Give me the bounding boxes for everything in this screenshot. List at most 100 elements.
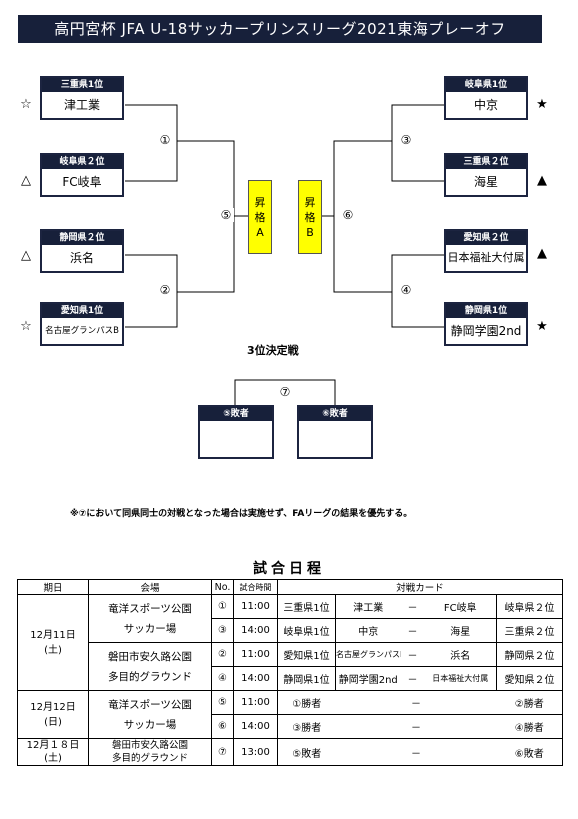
promotion-slot-a: 昇 格 A bbox=[248, 180, 272, 254]
footnote: ※⑦において同県同士の対戦となった場合は実施せず、FAリーグの結果を優先する。 bbox=[70, 509, 413, 519]
team-rank: 静岡県1位 bbox=[446, 304, 526, 318]
schedule-table: 期日 会場 No. 試合時間 対戦カード 12月11日 (土) 竜洋スポーツ公園… bbox=[17, 579, 563, 766]
date-cell: 12月12日 (日) bbox=[17, 690, 89, 739]
kickoff-time: 14:00 bbox=[233, 714, 278, 739]
table-header-row: 期日 会場 No. 試合時間 対戦カード bbox=[17, 579, 563, 595]
away-rank: 愛知県２位 bbox=[496, 666, 563, 691]
table-row: ④ 14:00 静岡県1位 静岡学園2nd － 日本福祉大付属 愛知県２位 bbox=[18, 666, 563, 691]
venue-name: サッカー場 bbox=[123, 718, 177, 731]
column-header: 試合時間 bbox=[233, 579, 278, 595]
round-number: ① bbox=[157, 133, 173, 147]
loser-slot-label: ⑤敗者 bbox=[200, 407, 272, 421]
away-rank: ②勝者 bbox=[496, 690, 563, 715]
loser-slot-label: ⑥敗者 bbox=[299, 407, 371, 421]
loser-slot-right: ⑥敗者 bbox=[297, 405, 373, 459]
venue-name: 竜洋スポーツ公園 bbox=[108, 602, 192, 615]
versus-dash: － bbox=[335, 714, 497, 739]
loser-slot-left: ⑤敗者 bbox=[198, 405, 274, 459]
venue-name: 多目的グラウンド bbox=[111, 753, 188, 764]
column-header: 期日 bbox=[17, 579, 89, 595]
home-rank: ⑤敗者 bbox=[277, 738, 336, 766]
home-team: 中京 bbox=[335, 618, 401, 643]
venue-name: 竜洋スポーツ公園 bbox=[108, 698, 192, 711]
team-card-left-2: 岐阜県２位 FC岐阜 bbox=[40, 153, 124, 197]
round-number: ② bbox=[157, 283, 173, 297]
away-team: 浜名 bbox=[424, 642, 497, 667]
match-date: 12月11日 bbox=[30, 629, 76, 641]
home-rank: 静岡県1位 bbox=[277, 666, 336, 691]
match-date: 12月12日 bbox=[30, 701, 76, 713]
round-number: ④ bbox=[398, 283, 414, 297]
match-number: ③ bbox=[211, 618, 234, 643]
team-name: 浜名 bbox=[69, 251, 94, 265]
versus-dash: － bbox=[400, 666, 425, 691]
team-rank: 愛知県２位 bbox=[446, 231, 526, 245]
home-rank: 愛知県1位 bbox=[277, 642, 336, 667]
team-rank: 三重県1位 bbox=[42, 78, 122, 92]
round-number: ⑥ bbox=[340, 208, 356, 222]
kickoff-time: 11:00 bbox=[233, 690, 278, 715]
match-weekday: (土) bbox=[44, 753, 62, 764]
versus-dash: － bbox=[335, 738, 497, 766]
round-number: ⑦ bbox=[277, 385, 293, 399]
versus-dash: － bbox=[400, 642, 425, 667]
venue-name: 磐田市安久路公園 bbox=[111, 740, 188, 751]
home-team: 静岡学園2nd bbox=[335, 666, 401, 691]
seed-mark-icon: △ bbox=[21, 248, 31, 263]
match-number: ④ bbox=[211, 666, 234, 691]
seed-mark-icon: △ bbox=[21, 173, 31, 188]
seed-mark-icon: ★ bbox=[536, 97, 548, 112]
team-card-right-4: 静岡県1位 静岡学園2nd bbox=[444, 302, 528, 346]
match-number: ⑤ bbox=[211, 690, 234, 715]
promotion-label: 格 bbox=[304, 210, 316, 224]
away-rank: 静岡県２位 bbox=[496, 642, 563, 667]
venue-cell: 竜洋スポーツ公園 サッカー場 bbox=[88, 594, 212, 643]
match-number: ① bbox=[211, 594, 234, 619]
match-weekday: (日) bbox=[44, 716, 62, 728]
match-date: 12月１８日 bbox=[26, 740, 80, 751]
team-card-right-1: 岐阜県1位 中京 bbox=[444, 76, 528, 120]
venue-cell: 磐田市安久路公園 多目的グラウンド bbox=[88, 738, 212, 766]
team-name: 中京 bbox=[473, 98, 498, 112]
column-header: 対戦カード bbox=[277, 579, 563, 595]
venue-name: サッカー場 bbox=[123, 622, 177, 635]
team-card-left-3: 静岡県２位 浜名 bbox=[40, 229, 124, 273]
team-name: 静岡学園2nd bbox=[450, 324, 522, 338]
venue-name: 多目的グラウンド bbox=[108, 670, 192, 683]
match-number: ⑥ bbox=[211, 714, 234, 739]
away-team: FC岐阜 bbox=[424, 594, 497, 619]
team-rank: 静岡県２位 bbox=[42, 231, 122, 245]
kickoff-time: 14:00 bbox=[233, 618, 278, 643]
team-name: 名古屋グランパスB bbox=[45, 326, 119, 336]
date-cell: 12月11日 (土) bbox=[17, 594, 89, 691]
seed-mark-icon: ☆ bbox=[20, 97, 32, 112]
versus-dash: － bbox=[335, 690, 497, 715]
round-number: ③ bbox=[398, 133, 414, 147]
match-weekday: (土) bbox=[44, 644, 62, 656]
home-rank: 岐阜県1位 bbox=[277, 618, 336, 643]
away-rank: 岐阜県２位 bbox=[496, 594, 563, 619]
table-row: 12月１８日 (土) 磐田市安久路公園 多目的グラウンド ⑦ 13:00 ⑤敗者… bbox=[17, 738, 563, 766]
kickoff-time: 11:00 bbox=[233, 642, 278, 667]
table-row: 12月11日 (土) 竜洋スポーツ公園 サッカー場 ① 11:00 三重県1位 … bbox=[17, 594, 563, 691]
away-team: 海星 bbox=[424, 618, 497, 643]
venue-cell: 磐田市安久路公園 多目的グラウンド bbox=[88, 642, 212, 691]
kickoff-time: 11:00 bbox=[233, 594, 278, 619]
team-rank: 三重県２位 bbox=[446, 155, 526, 169]
team-card-left-4: 愛知県1位 名古屋グランパスB bbox=[40, 302, 124, 346]
match-number: ⑦ bbox=[211, 738, 234, 766]
promotion-label: 昇 bbox=[304, 195, 316, 209]
team-card-right-3: 愛知県２位 日本福祉大付属 bbox=[444, 229, 528, 273]
table-row: ⑥ 14:00 ③勝者 － ④勝者 bbox=[18, 714, 563, 739]
schedule-title: 試合日程 bbox=[253, 561, 325, 577]
kickoff-time: 14:00 bbox=[233, 666, 278, 691]
promotion-label: 格 bbox=[254, 210, 266, 224]
promotion-slot-b: 昇 格 B bbox=[298, 180, 322, 254]
team-card-right-2: 三重県２位 海星 bbox=[444, 153, 528, 197]
away-rank: ④勝者 bbox=[496, 714, 563, 739]
promotion-label: B bbox=[306, 225, 314, 239]
team-name: 海星 bbox=[473, 175, 498, 189]
team-rank: 愛知県1位 bbox=[42, 304, 122, 318]
column-header: No. bbox=[211, 579, 234, 595]
team-name: 日本福祉大付属 bbox=[447, 251, 525, 264]
